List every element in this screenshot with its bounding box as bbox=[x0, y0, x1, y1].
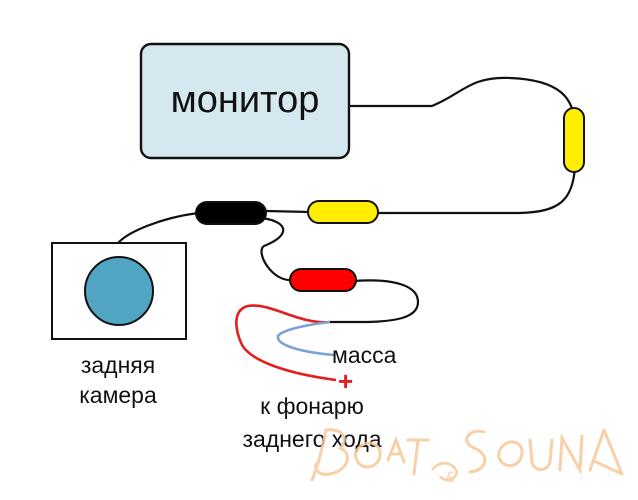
black-to-red-cable bbox=[260, 216, 293, 282]
red-connector bbox=[289, 268, 357, 292]
camera-to-black-cable bbox=[117, 211, 199, 244]
monitor-box bbox=[139, 42, 351, 160]
monitor-label: монитор bbox=[171, 79, 320, 121]
main-cable-black-to-yellow bbox=[265, 209, 311, 214]
ground-label: масса bbox=[332, 342, 397, 368]
red-power-wire bbox=[235, 304, 337, 382]
camera-lens bbox=[84, 256, 154, 326]
red-connector-to-loop-cable bbox=[330, 279, 420, 324]
yellow-to-main-cable bbox=[378, 167, 577, 215]
black-connector bbox=[195, 201, 267, 225]
plus-sign: + bbox=[338, 366, 353, 396]
watermark-logo: & bbox=[310, 428, 624, 486]
camera-label-line1: задняя bbox=[81, 352, 155, 378]
yellow-connector-vertical bbox=[563, 107, 585, 173]
rear-light-label-line2: заднего хода bbox=[242, 426, 381, 452]
yellow-connector-horizontal bbox=[307, 200, 379, 224]
rear-light-label-line1: к фонарю bbox=[260, 393, 364, 419]
camera-label-line2: камера bbox=[79, 382, 157, 408]
monitor-to-yellow-cable bbox=[349, 76, 577, 129]
watermark-text: & bbox=[445, 470, 456, 486]
blue-ground-wire bbox=[276, 320, 335, 357]
